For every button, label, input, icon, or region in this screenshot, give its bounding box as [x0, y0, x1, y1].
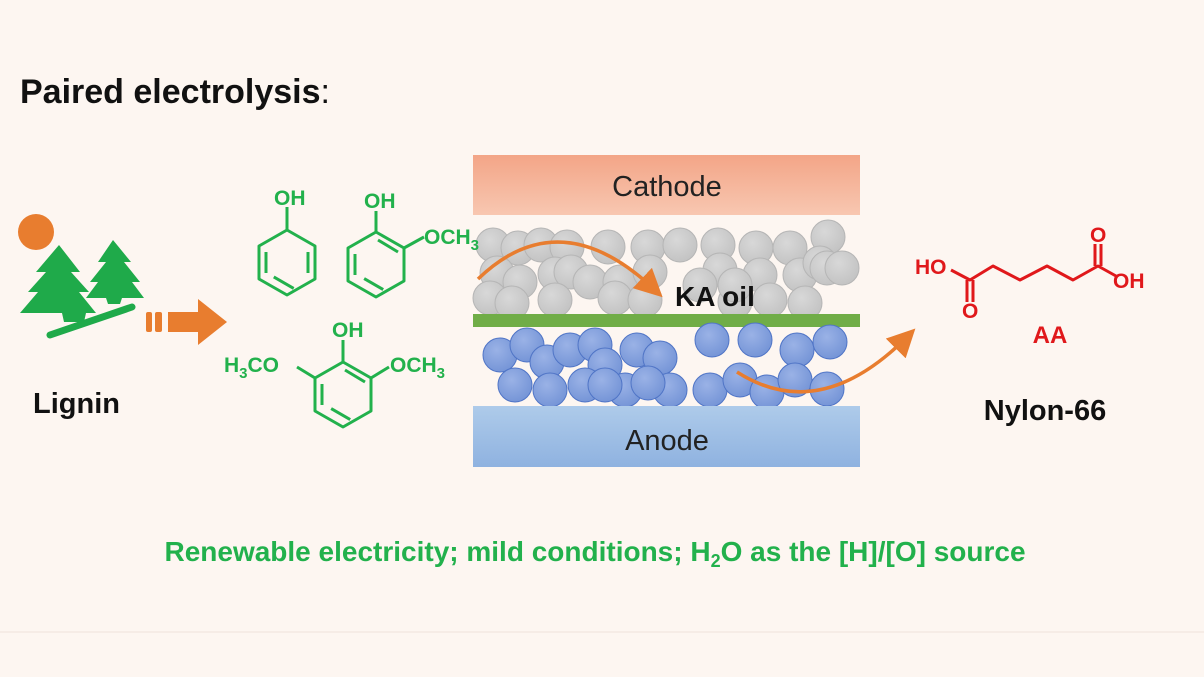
svg-text:OH: OH: [274, 187, 306, 210]
guaiacol-och3-label: OCH3: [424, 226, 479, 254]
blue-particle: [812, 324, 848, 360]
ka-oil-label: KA oil: [675, 281, 755, 312]
phenol-structure: OH: [257, 187, 317, 297]
gray-particle: [537, 282, 573, 318]
anode-particles: [482, 322, 848, 410]
gray-particle: [662, 227, 698, 263]
gray-particle: [717, 267, 753, 303]
svg-text:O: O: [962, 300, 978, 323]
cathode-label: Cathode: [612, 171, 722, 203]
blue-particle: [587, 367, 623, 403]
nylon-66-label: Nylon-66: [984, 395, 1106, 427]
gray-particle: [590, 229, 626, 265]
syringol-structure: OH H3CO OCH3: [224, 319, 445, 429]
svg-text:OH: OH: [1113, 270, 1145, 293]
gray-particle: [682, 267, 718, 303]
svg-text:O: O: [1090, 224, 1106, 247]
advantages-caption: Renewable electricity; mild conditions; …: [164, 536, 1025, 571]
blue-particle: [497, 367, 533, 403]
svg-text:H3CO: H3CO: [224, 354, 279, 382]
aa-label: AA: [1033, 322, 1068, 349]
svg-text:OCH3: OCH3: [390, 354, 445, 382]
lignin-label: Lignin: [33, 388, 120, 420]
blue-particle: [692, 372, 728, 408]
conversion-arrow-icon: [146, 299, 227, 345]
blue-particle: [532, 372, 568, 408]
page-title: Paired electrolysis:: [20, 73, 330, 111]
gray-particle: [597, 280, 633, 316]
gray-particle: [752, 282, 788, 318]
svg-text:HO: HO: [915, 256, 947, 279]
blue-particle: [630, 365, 666, 401]
blue-particle: [737, 322, 773, 358]
separator-membrane: [473, 314, 860, 327]
cathode-particles: [472, 219, 860, 321]
cathode: [473, 155, 860, 215]
gray-particle: [824, 250, 860, 286]
anode-reaction-arrow: [736, 328, 916, 394]
anode: [473, 406, 860, 467]
guaiacol-structure: OH OCH3: [346, 190, 479, 299]
gray-particle: [627, 282, 663, 318]
forest-sun-icon: [18, 214, 144, 339]
svg-text:OH: OH: [332, 319, 364, 342]
svg-text:OH: OH: [364, 190, 396, 213]
anode-label: Anode: [625, 425, 709, 457]
cathode-reaction-arrow: [476, 240, 663, 298]
blue-particle: [779, 332, 815, 368]
adipic-acid-structure: HO O O OH: [915, 224, 1145, 323]
blue-particle: [694, 322, 730, 358]
